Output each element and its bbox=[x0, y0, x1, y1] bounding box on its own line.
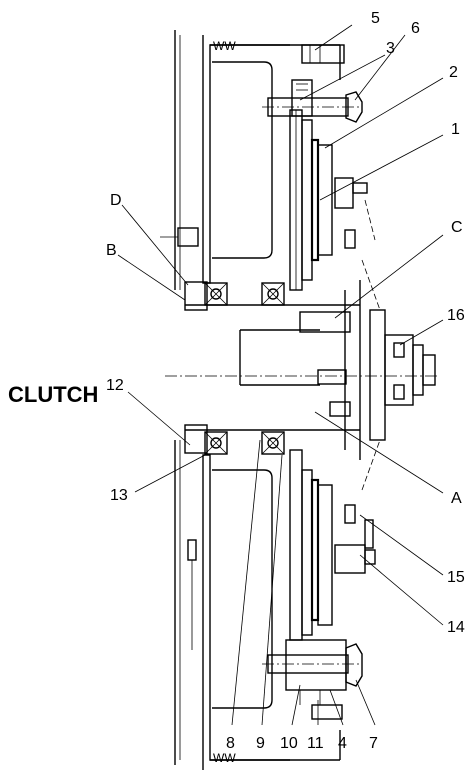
spring-mark-top: WW bbox=[213, 39, 236, 53]
clutch-disc-pack-bottom bbox=[289, 449, 333, 641]
callout-13: 13 bbox=[110, 487, 128, 504]
callout-7: 7 bbox=[369, 735, 378, 752]
callout-16: 16 bbox=[447, 307, 465, 324]
callout-B: B bbox=[106, 242, 117, 259]
callout-3: 3 bbox=[386, 40, 395, 57]
callout-12: 12 bbox=[106, 377, 124, 394]
left-stubs bbox=[160, 227, 199, 650]
callout-4: 4 bbox=[338, 735, 347, 752]
right-fitting-top bbox=[334, 177, 376, 249]
callout-2: 2 bbox=[449, 64, 458, 81]
callout-A: A bbox=[451, 490, 462, 507]
callout-6: 6 bbox=[411, 20, 420, 37]
callout-5: 5 bbox=[371, 10, 380, 27]
callout-11: 11 bbox=[307, 735, 324, 752]
callout-C: C bbox=[451, 219, 463, 236]
leader-lines bbox=[117, 24, 444, 726]
bottom-bolt-assembly bbox=[262, 639, 363, 720]
rotary-union bbox=[361, 259, 436, 491]
callout-15: 15 bbox=[447, 569, 465, 586]
callout-1: 1 bbox=[451, 121, 460, 138]
diagram-title: CLUTCH bbox=[8, 382, 98, 407]
central-hub bbox=[165, 280, 440, 460]
callout-8: 8 bbox=[226, 735, 235, 752]
clutch-disc-pack-top bbox=[289, 109, 333, 291]
spring-mark-bottom: WW bbox=[213, 751, 236, 765]
callout-9: 9 bbox=[256, 735, 265, 752]
callout-10: 10 bbox=[280, 735, 298, 752]
callout-D: D bbox=[110, 192, 122, 209]
callout-14: 14 bbox=[447, 619, 465, 636]
top-bolt-assembly bbox=[262, 44, 363, 123]
